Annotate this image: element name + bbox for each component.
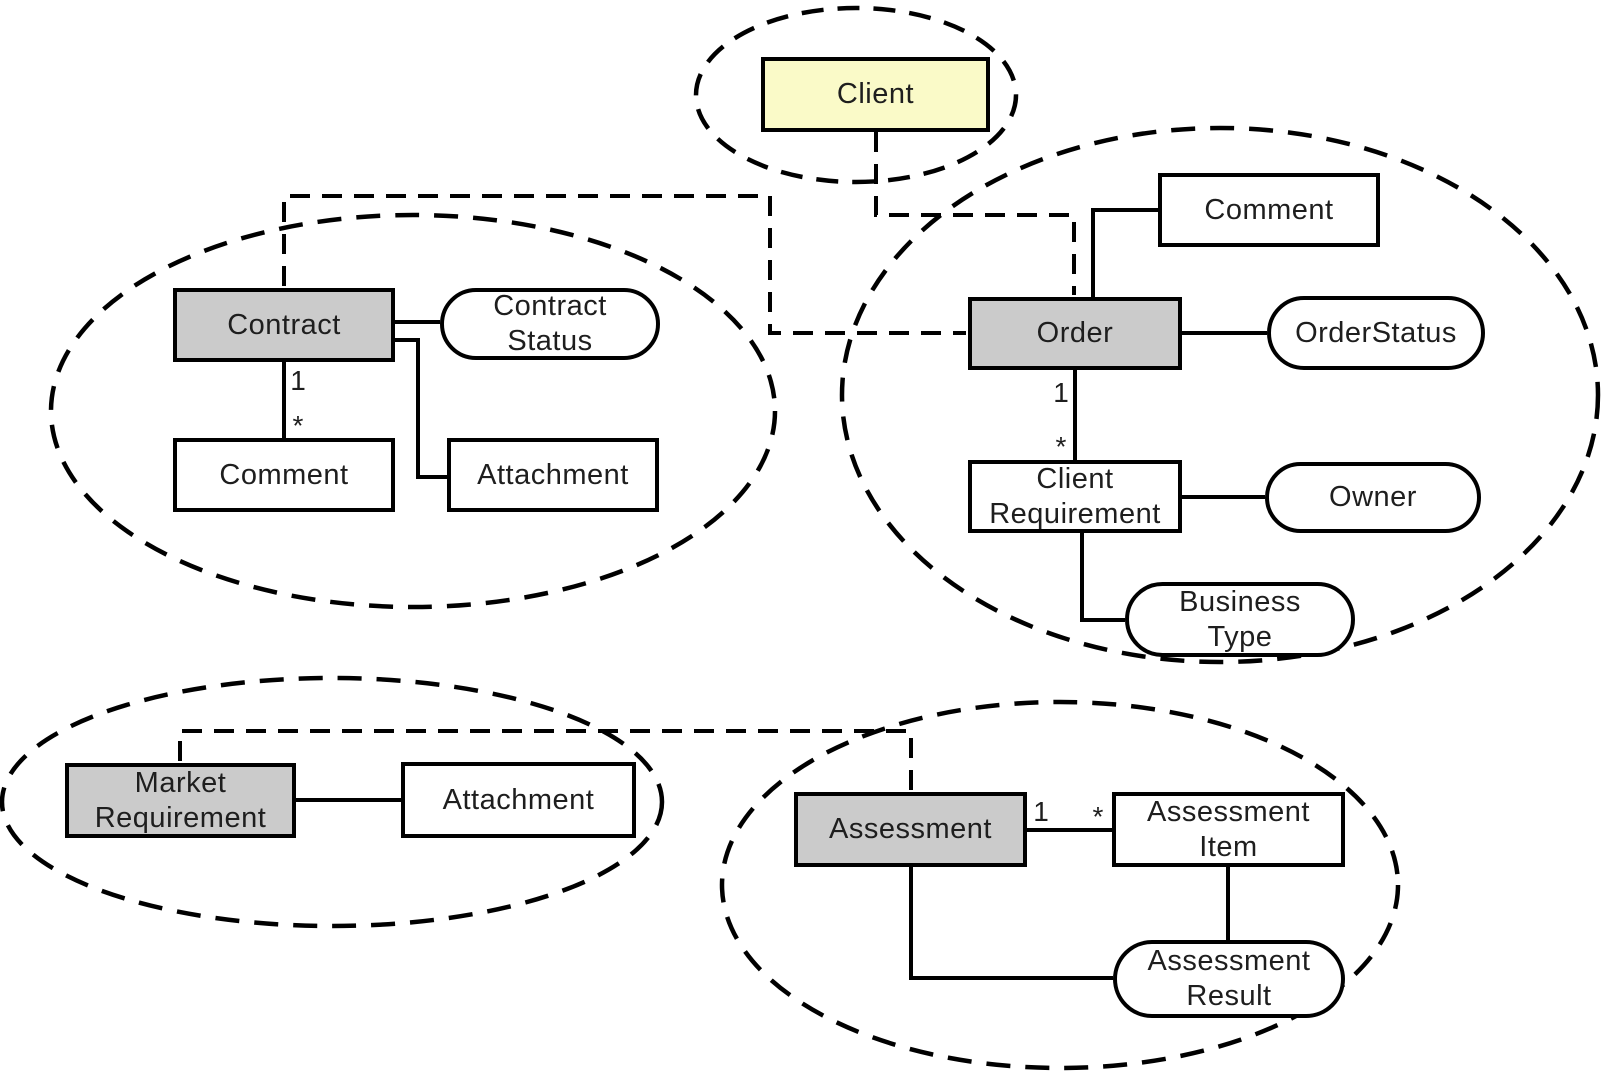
multiplicity-order-client-requirement-one: 1	[1053, 377, 1069, 408]
node-contract-status: Contract Status	[440, 288, 660, 360]
node-assessment: Assessment	[794, 792, 1027, 867]
boundary-ellipse-assessment-context	[719, 699, 1401, 1071]
node-assessment-item: Assessment Item	[1112, 792, 1345, 867]
multiplicity-contract-comment-many: *	[292, 410, 304, 441]
multiplicity-order-client-requirement-many: *	[1055, 431, 1067, 462]
node-business-type: Business Type	[1125, 582, 1355, 657]
node-contract-attachment: Attachment	[447, 438, 659, 512]
link-assessment-assessment-result	[909, 867, 1113, 980]
boundary-ellipse-market-requirement-context	[0, 675, 665, 929]
node-contract: Contract	[173, 288, 395, 362]
node-client: Client	[761, 57, 990, 132]
dashed-link-market-requirement-assessment	[178, 729, 913, 790]
boundary-ellipse-order-context	[839, 125, 1601, 665]
dashed-link-client-order	[874, 132, 1076, 295]
node-client-requirement: Client Requirement	[968, 460, 1182, 533]
link-client-requirement-business-type	[1080, 533, 1125, 622]
node-order: Order	[968, 297, 1182, 370]
boundary-ellipse-contract-context	[48, 212, 778, 610]
node-contract-comment: Comment	[173, 438, 395, 512]
dashed-link-contract-order	[282, 194, 966, 335]
node-order-comment: Comment	[1158, 173, 1380, 247]
boundary-ellipse-client-context	[693, 5, 1019, 185]
node-order-status: OrderStatus	[1267, 296, 1485, 370]
link-contract-attachment	[395, 338, 447, 479]
node-owner: Owner	[1265, 462, 1481, 533]
link-comment-order	[1091, 208, 1158, 297]
multiplicity-contract-comment-one: 1	[290, 365, 306, 396]
node-market-attachment: Attachment	[401, 762, 636, 838]
node-market-requirement: Market Requirement	[65, 763, 296, 838]
multiplicity-assessment-item-one: 1	[1033, 796, 1049, 827]
multiplicity-assessment-item-many: *	[1092, 801, 1104, 832]
node-assessment-result: Assessment Result	[1113, 940, 1345, 1018]
